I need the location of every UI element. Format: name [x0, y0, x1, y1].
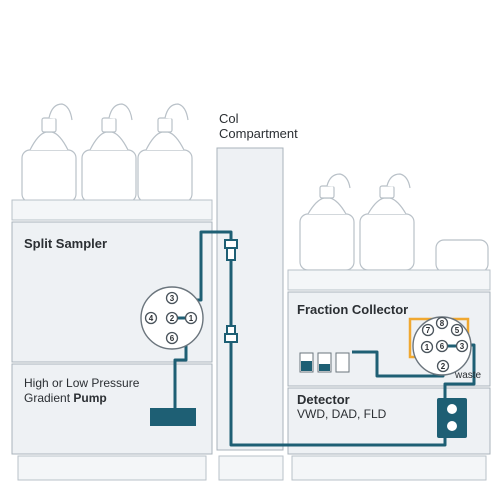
valve-port-1: 1 — [184, 311, 198, 325]
fraction-vials — [299, 352, 350, 373]
solvent-tray-left — [11, 199, 213, 221]
fraction-collector-title: Fraction Collector — [297, 302, 409, 317]
column-bottom-fitting — [224, 333, 238, 343]
svg-text:2: 2 — [441, 362, 446, 371]
svg-text:6: 6 — [440, 342, 445, 351]
bottle — [359, 173, 415, 271]
column — [224, 239, 238, 343]
svg-text:4: 4 — [149, 314, 154, 323]
pump-head — [150, 408, 196, 426]
collector-valve-ports: 1 2 35 678 — [420, 316, 469, 373]
detector-title: Detector — [297, 392, 350, 407]
column-compartment-base — [218, 455, 284, 481]
svg-text:6: 6 — [170, 334, 175, 343]
valve-port-2: 2 — [436, 359, 450, 373]
column-top-fitting — [224, 239, 238, 249]
solvent-bottles-left — [21, 103, 193, 203]
valve-port-6: 6 — [435, 339, 449, 353]
valve-port-3: 3 — [165, 291, 179, 305]
bottle — [21, 103, 77, 203]
svg-text:2: 2 — [170, 314, 175, 323]
vial — [317, 352, 332, 373]
valve-port-4: 4 — [144, 311, 158, 325]
detector-types: VWD, DAD, FLD — [297, 407, 387, 421]
sampler-valve-ports: 1 2 3 4 6 — [144, 291, 198, 345]
split-sampler-title: Split Sampler — [24, 236, 108, 251]
svg-text:3: 3 — [460, 342, 465, 351]
valve-port-5: 5 — [450, 323, 464, 337]
column-top-nut — [226, 247, 236, 261]
column-compartment — [216, 147, 284, 451]
valve-port-6: 6 — [165, 331, 179, 345]
valve-port-2: 2 — [165, 311, 179, 325]
bottle-back — [435, 239, 489, 273]
svg-text:5: 5 — [455, 326, 460, 335]
bottle — [299, 173, 355, 271]
bottle — [137, 103, 193, 203]
svg-text:1: 1 — [425, 343, 430, 352]
solvent-bottles-right — [299, 173, 489, 273]
solvent-tray-right — [287, 269, 491, 291]
vial — [299, 352, 314, 373]
valve-port-1: 1 — [420, 340, 434, 354]
valve-port-7: 7 — [421, 323, 435, 337]
column-bottom-nut — [226, 325, 236, 335]
left-stack-base — [17, 455, 207, 481]
svg-text:1: 1 — [189, 314, 194, 323]
valve-port-8: 8 — [435, 316, 449, 330]
svg-text:7: 7 — [426, 326, 431, 335]
waste-label: waste — [455, 370, 482, 381]
right-stack-base — [291, 455, 487, 481]
svg-text:3: 3 — [170, 294, 175, 303]
valve-port-3: 3 — [455, 339, 469, 353]
vial — [335, 352, 350, 373]
pump-title: High or Low Pressure Gradient Pump — [24, 376, 140, 405]
column-compartment-label: Col Compartment — [219, 111, 298, 141]
detector-cell — [437, 398, 467, 438]
svg-text:8: 8 — [440, 319, 445, 328]
bottle — [81, 103, 137, 203]
